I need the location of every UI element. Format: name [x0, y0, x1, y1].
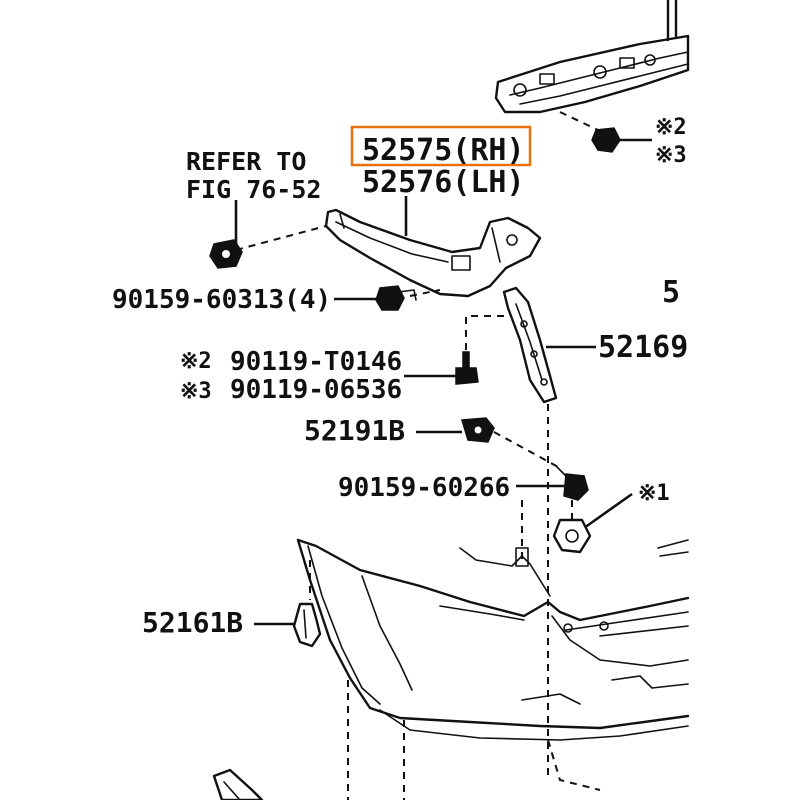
lower-bracket-fragment-part: [212, 768, 264, 802]
mark-top-2: ※2: [655, 115, 687, 140]
nut-90159-60266-icon: [555, 465, 589, 501]
mark-1: ※1: [638, 481, 670, 506]
refer-to-line2: FIG 76-52: [186, 175, 321, 204]
label-90159-60313: 90159-60313(4): [112, 285, 331, 315]
grommet-mark-1-icon: [552, 518, 592, 554]
clip-52161b-icon: [292, 602, 322, 648]
mark-3: ※3: [180, 379, 212, 404]
dashed-line: [493, 431, 561, 469]
dashed-line: [559, 111, 599, 131]
mark-top-3: ※3: [655, 143, 687, 168]
label-cut-right: 5: [662, 275, 680, 310]
bolt-refer-icon: [209, 239, 243, 269]
nut-90159-60313-icon: [375, 285, 417, 311]
label-90119-t0146: 90119-T0146: [230, 347, 402, 377]
label-52576-lh: 52576(LH): [362, 165, 525, 200]
label-90159-60266: 90159-60266: [338, 473, 510, 503]
label-90119-06536: 90119-06536: [230, 375, 402, 405]
refer-to-line1: REFER TO: [186, 147, 306, 176]
dashed-line: [409, 289, 441, 297]
mark-2: ※2: [180, 349, 212, 374]
top-clip-icon: [591, 127, 652, 153]
leader-mark-1: [583, 492, 633, 530]
clip-52191b-icon: [461, 417, 495, 443]
label-52169: 52169: [598, 330, 688, 365]
upper-reinforcement-part: [494, 0, 690, 114]
bolt-90119-icon: [455, 351, 479, 385]
label-52161b: 52161B: [142, 606, 243, 639]
retainer-52169-part: [502, 286, 558, 404]
dashed-line: [547, 739, 601, 791]
highlight-box-52575: [350, 125, 532, 167]
bumper-cover-part: [296, 538, 690, 741]
bracket-52575-part: [324, 208, 542, 298]
dashed-line: [235, 225, 327, 251]
label-52191b: 52191B: [304, 414, 405, 447]
label-52575-rh: 52575(RH): [362, 133, 525, 168]
dashed-line: [465, 315, 504, 350]
